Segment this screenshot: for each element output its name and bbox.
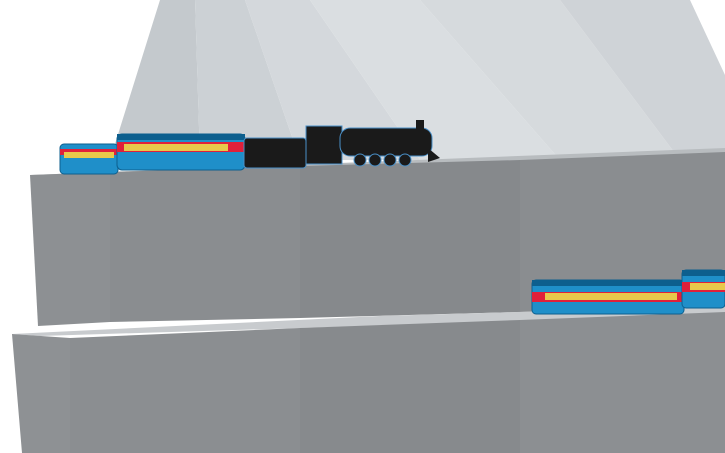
drive-wheel	[353, 153, 367, 167]
car-roof	[682, 270, 725, 276]
car-window-band	[124, 144, 228, 151]
drive-wheel	[368, 153, 382, 167]
passenger-car[interactable]	[681, 269, 725, 309]
upper-shelf[interactable]	[30, 148, 725, 326]
car-window-band	[545, 293, 677, 300]
upper-train[interactable]	[59, 120, 440, 175]
cone-face-2	[195, 0, 300, 160]
cone-face-3	[245, 0, 420, 160]
cowcatcher	[428, 148, 440, 162]
passenger-car[interactable]	[59, 143, 119, 175]
lower-shelf-face-left	[12, 334, 70, 453]
car-roof	[117, 134, 245, 140]
cone-shape[interactable]	[110, 0, 725, 160]
car-roof	[532, 280, 684, 286]
locomotive[interactable]	[243, 120, 440, 169]
upper-shelf-face-b	[300, 160, 520, 318]
cone-face-5	[420, 0, 680, 160]
upper-shelf-face-a	[110, 166, 300, 322]
passenger-car[interactable]	[116, 133, 246, 171]
passenger-car[interactable]	[531, 279, 685, 315]
cone-face-6	[560, 0, 725, 160]
lower-shelf-face-b	[300, 320, 520, 453]
lower-train[interactable]	[531, 269, 725, 315]
car-window-band	[690, 283, 725, 290]
upper-shelf-face-left	[30, 172, 110, 326]
cab	[305, 125, 343, 165]
lower-shelf[interactable]	[12, 306, 725, 453]
lower-shelf-face-c	[520, 312, 725, 453]
upper-shelf-face-c	[520, 152, 725, 312]
lower-shelf-face-a	[70, 328, 300, 453]
car-body	[59, 143, 119, 175]
drive-wheel	[398, 153, 412, 167]
cone-face-1	[110, 0, 200, 160]
tender	[243, 137, 307, 169]
car-window-band	[64, 152, 114, 158]
cone-face-4	[310, 0, 560, 160]
drive-wheel	[383, 153, 397, 167]
boiler	[339, 127, 433, 157]
smokestack	[416, 120, 424, 132]
